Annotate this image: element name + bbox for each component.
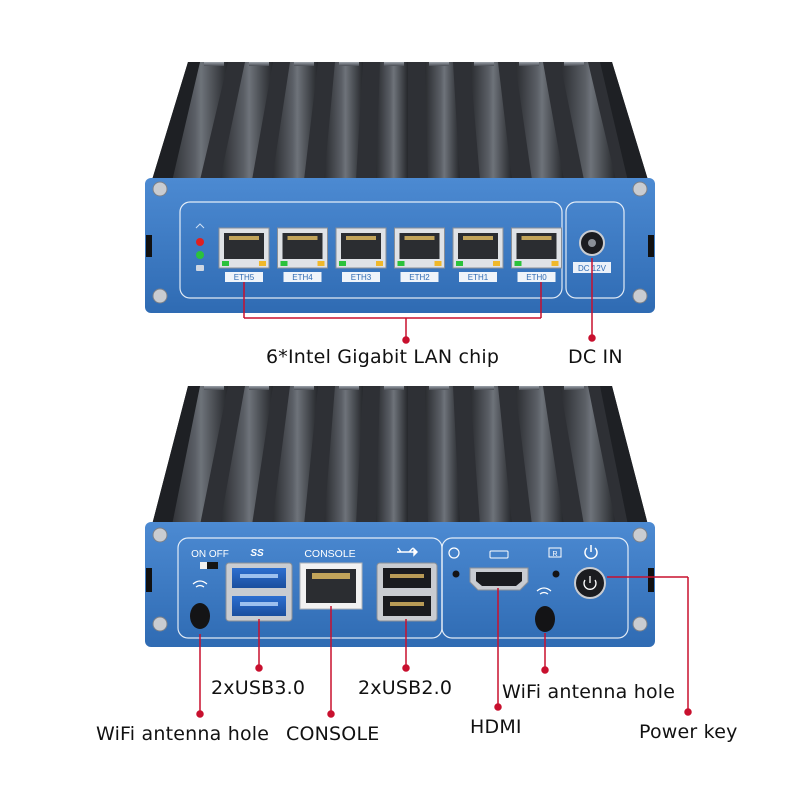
heatsink-fin	[515, 386, 564, 525]
wifi-left-callout: WiFi antenna hole	[96, 723, 270, 745]
usb3-callout: 2xUSB3.0	[211, 677, 306, 699]
lan-ports: ETH5 ETH4 ETH3 ETH2 ETH1 ETH0	[218, 227, 562, 282]
heatsink-fin	[560, 62, 616, 180]
lan-port: ETH4	[277, 227, 328, 282]
heatsink-fin	[324, 62, 363, 180]
lan-port: ETH1	[452, 227, 504, 282]
power-key-icon: R	[548, 545, 606, 599]
lan-port: ETH5	[218, 227, 270, 282]
usb2-logo-icon	[397, 547, 418, 557]
lan-port: ETH3	[335, 227, 387, 282]
screw-icon	[152, 527, 648, 632]
heatsink-fin	[272, 62, 318, 180]
heatsink-fin	[425, 62, 460, 180]
heatsink-fin	[560, 386, 616, 525]
heatsink-fin	[168, 62, 228, 180]
usb2-callout: 2xUSB2.0	[358, 677, 453, 699]
heatsink-fin	[376, 62, 408, 180]
usb3-ports	[225, 562, 293, 622]
power-switch	[200, 562, 218, 569]
lan-port-label: ETH2	[409, 273, 430, 282]
status-led-icon	[195, 223, 205, 271]
bottom-heatsink-fins	[168, 386, 616, 525]
top-callout-lines	[243, 258, 596, 344]
heatsink-fin	[376, 386, 408, 525]
wifi-right-callout: WiFi antenna hole	[502, 681, 676, 703]
lan-port-label: ETH3	[351, 273, 372, 282]
console-port-label: CONSOLE	[304, 548, 355, 560]
lan-port-label: ETH0	[526, 273, 547, 282]
lan-port-label: ETH1	[468, 273, 489, 282]
usb2-ports	[376, 562, 438, 622]
usb3-logo-icon: SS	[250, 548, 264, 559]
lan-port: ETH2	[394, 227, 445, 282]
heatsink-fin	[168, 386, 228, 525]
wifi-icon	[190, 580, 555, 632]
hdmi-callout: HDMI	[470, 716, 522, 738]
lan-chip-callout: 6*Intel Gigabit LAN chip	[266, 346, 500, 368]
bottom-unit: ON OFF SS CONSOLE	[145, 386, 692, 718]
console-port	[299, 562, 363, 610]
lan-port-label: ETH4	[292, 273, 313, 282]
hdmi-port	[469, 550, 529, 591]
reset-icon	[448, 547, 560, 578]
heatsink-fin	[425, 386, 460, 525]
heatsink-fin	[470, 386, 512, 525]
heatsink-fin	[470, 62, 512, 180]
power-key-callout: Power key	[639, 721, 738, 743]
dc-in-callout: DC IN	[568, 346, 623, 368]
heatsink-fin	[515, 62, 564, 180]
console-callout: CONSOLE	[286, 723, 380, 745]
bottom-callout-lines	[196, 576, 692, 718]
lan-port-label: ETH5	[234, 273, 255, 282]
screw-icon	[152, 181, 648, 304]
svg-text:R: R	[552, 551, 557, 558]
heatsink-fin	[324, 386, 363, 525]
lan-port: ETH0	[511, 227, 562, 282]
heatsink-fin	[220, 386, 273, 525]
heatsink-fin	[272, 386, 318, 525]
top-heatsink-fins	[168, 62, 616, 180]
switch-label: ON OFF	[191, 549, 229, 560]
heatsink-fin	[220, 62, 273, 180]
